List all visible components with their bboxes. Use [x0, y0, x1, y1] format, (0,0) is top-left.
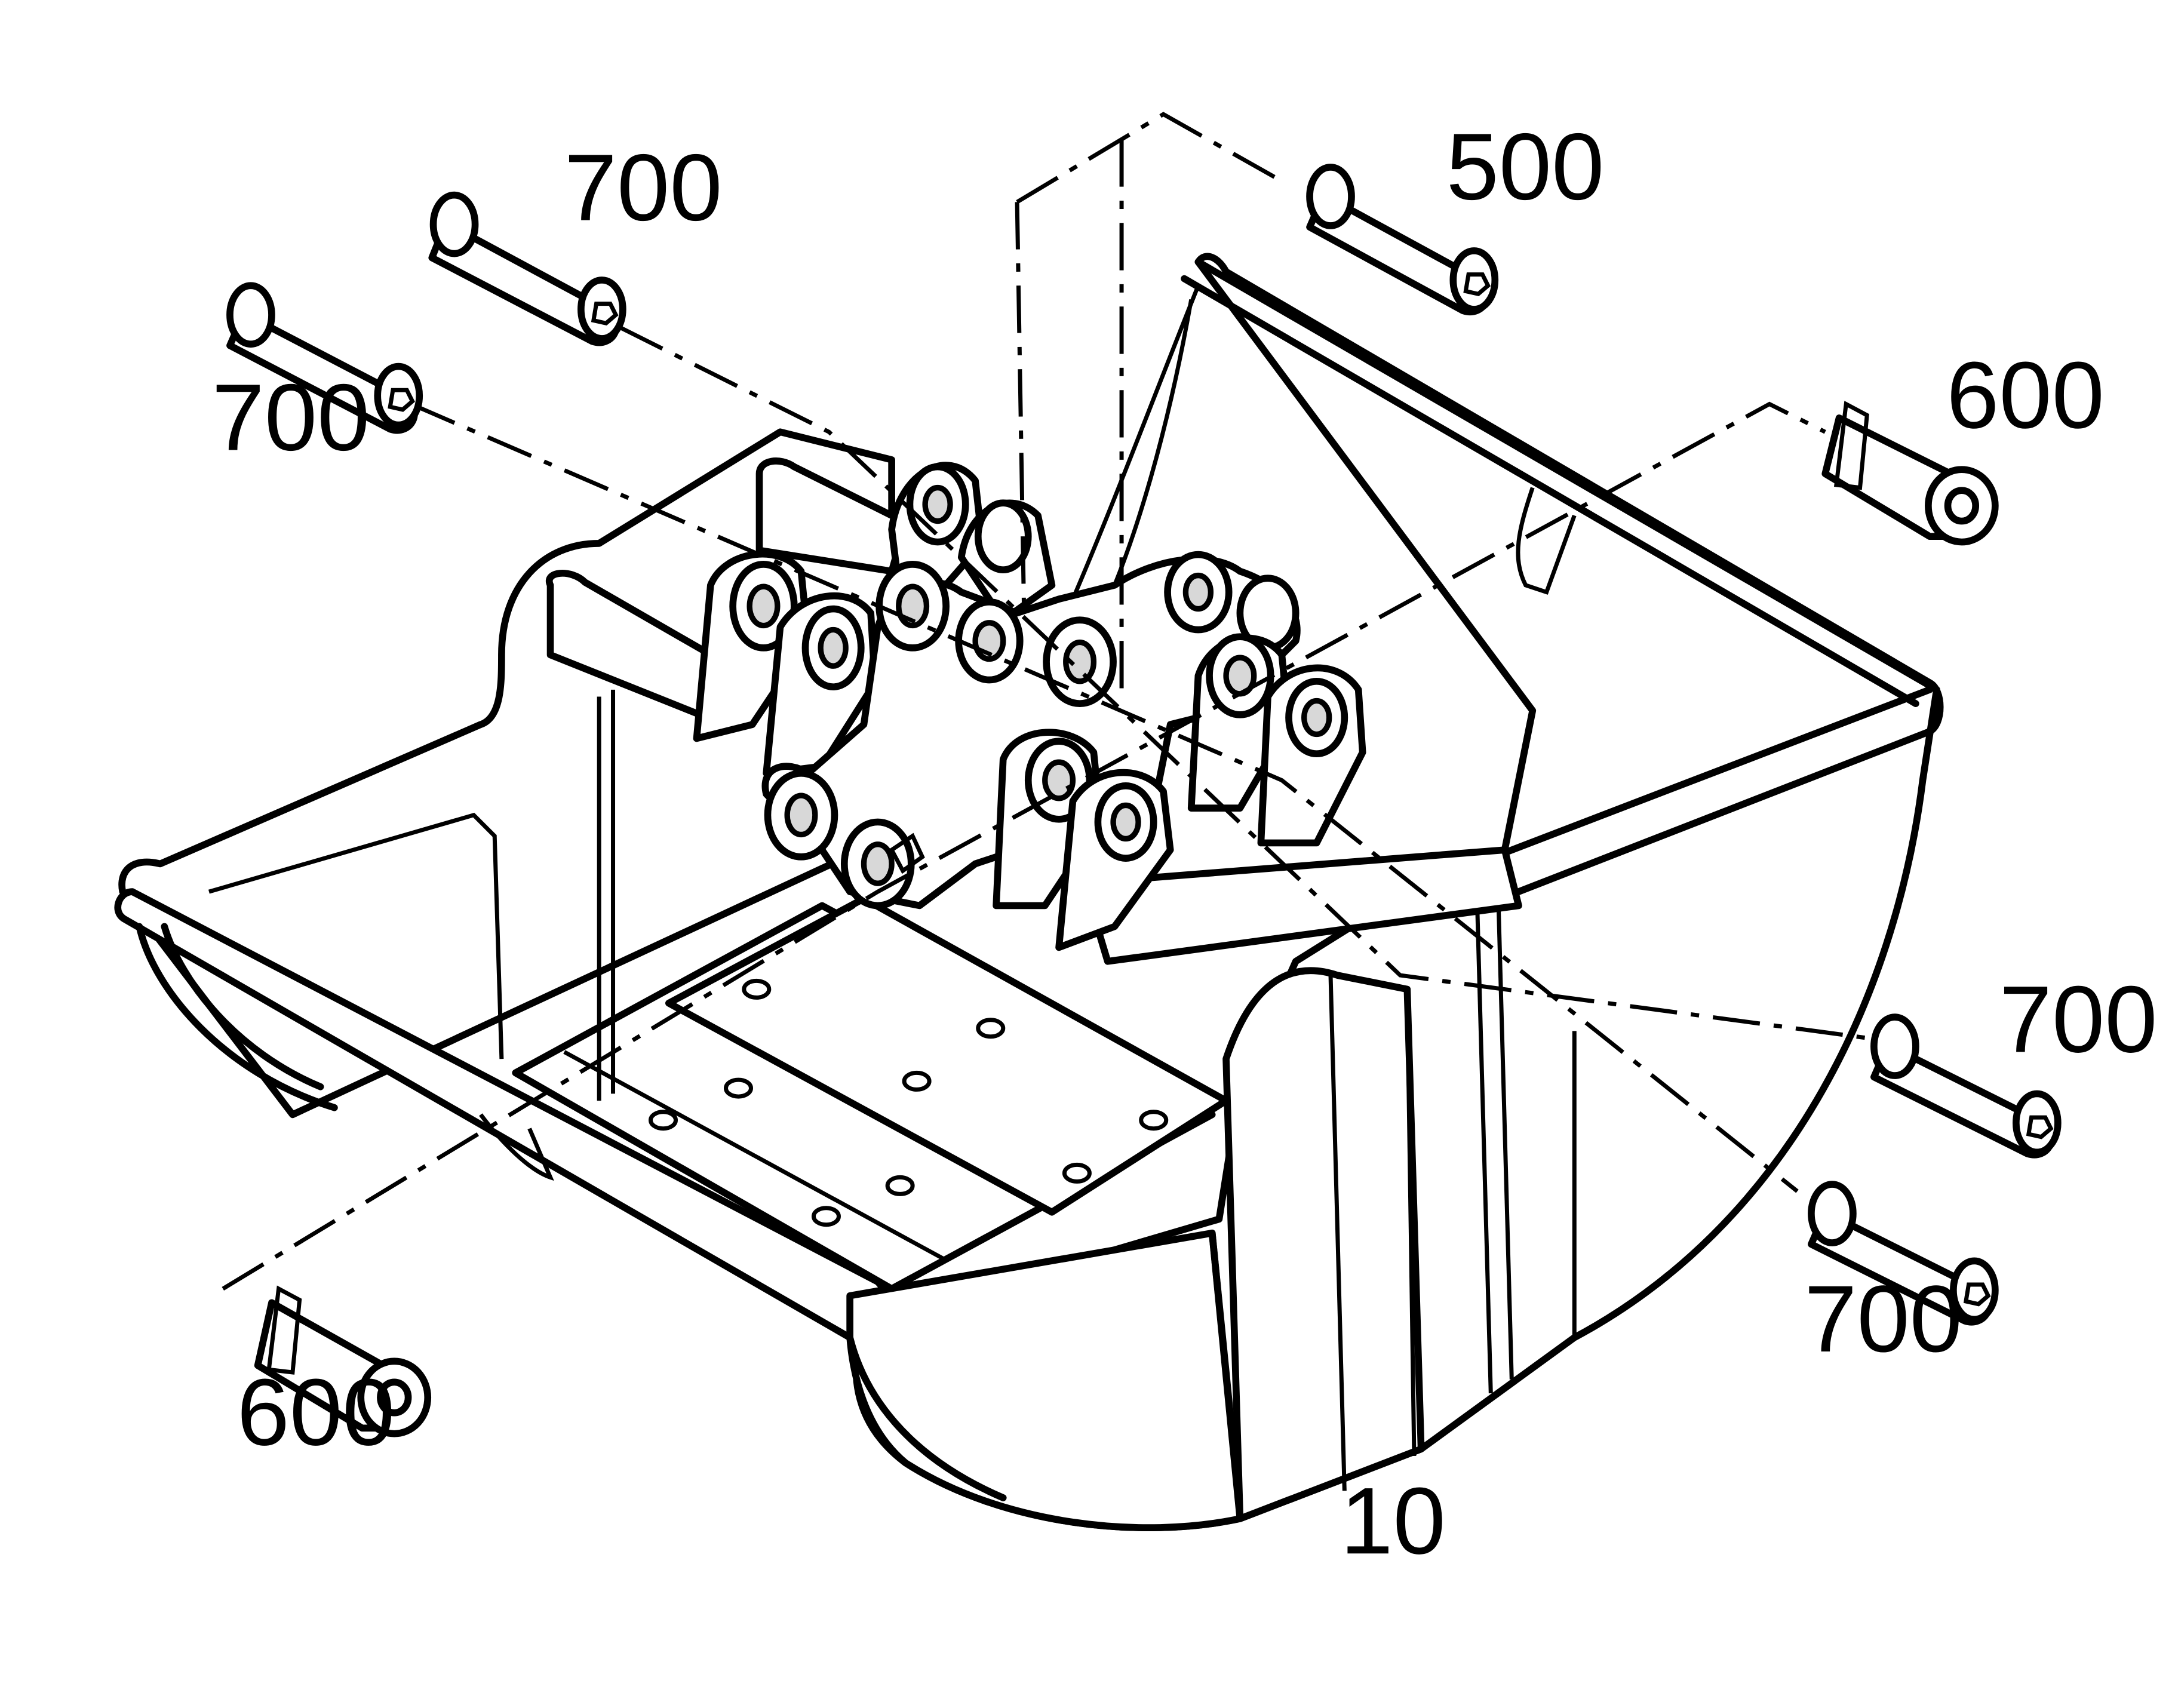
pin-700-right-a: [1870, 1013, 2062, 1159]
hitch-assembly: [545, 457, 1522, 965]
label-700-right-b: 700: [1804, 1265, 1962, 1372]
bucket-body: [114, 253, 1944, 1531]
reference-labels: 700 700 500 600 700 700 600 10: [212, 113, 2158, 1574]
pin-700-right-b: [1808, 1181, 1999, 1326]
label-500: 500: [1446, 113, 1605, 220]
center-lines: [222, 112, 1867, 1291]
label-600-right: 600: [1946, 342, 2105, 448]
label-700-upper-b: 700: [212, 364, 370, 471]
label-700-upper-a: 700: [564, 134, 723, 241]
label-10: 10: [1340, 1467, 1445, 1574]
floor-holes: [649, 978, 1169, 1227]
label-700-right-a: 700: [1999, 966, 2158, 1072]
label-600-left: 600: [237, 1359, 395, 1465]
pin-700-upper-a: [428, 191, 626, 346]
pin-700-upper-b: [226, 282, 423, 434]
pin-600-left: [254, 1285, 432, 1437]
pin-500: [1306, 164, 1499, 315]
pin-600-right: [1821, 401, 1999, 546]
